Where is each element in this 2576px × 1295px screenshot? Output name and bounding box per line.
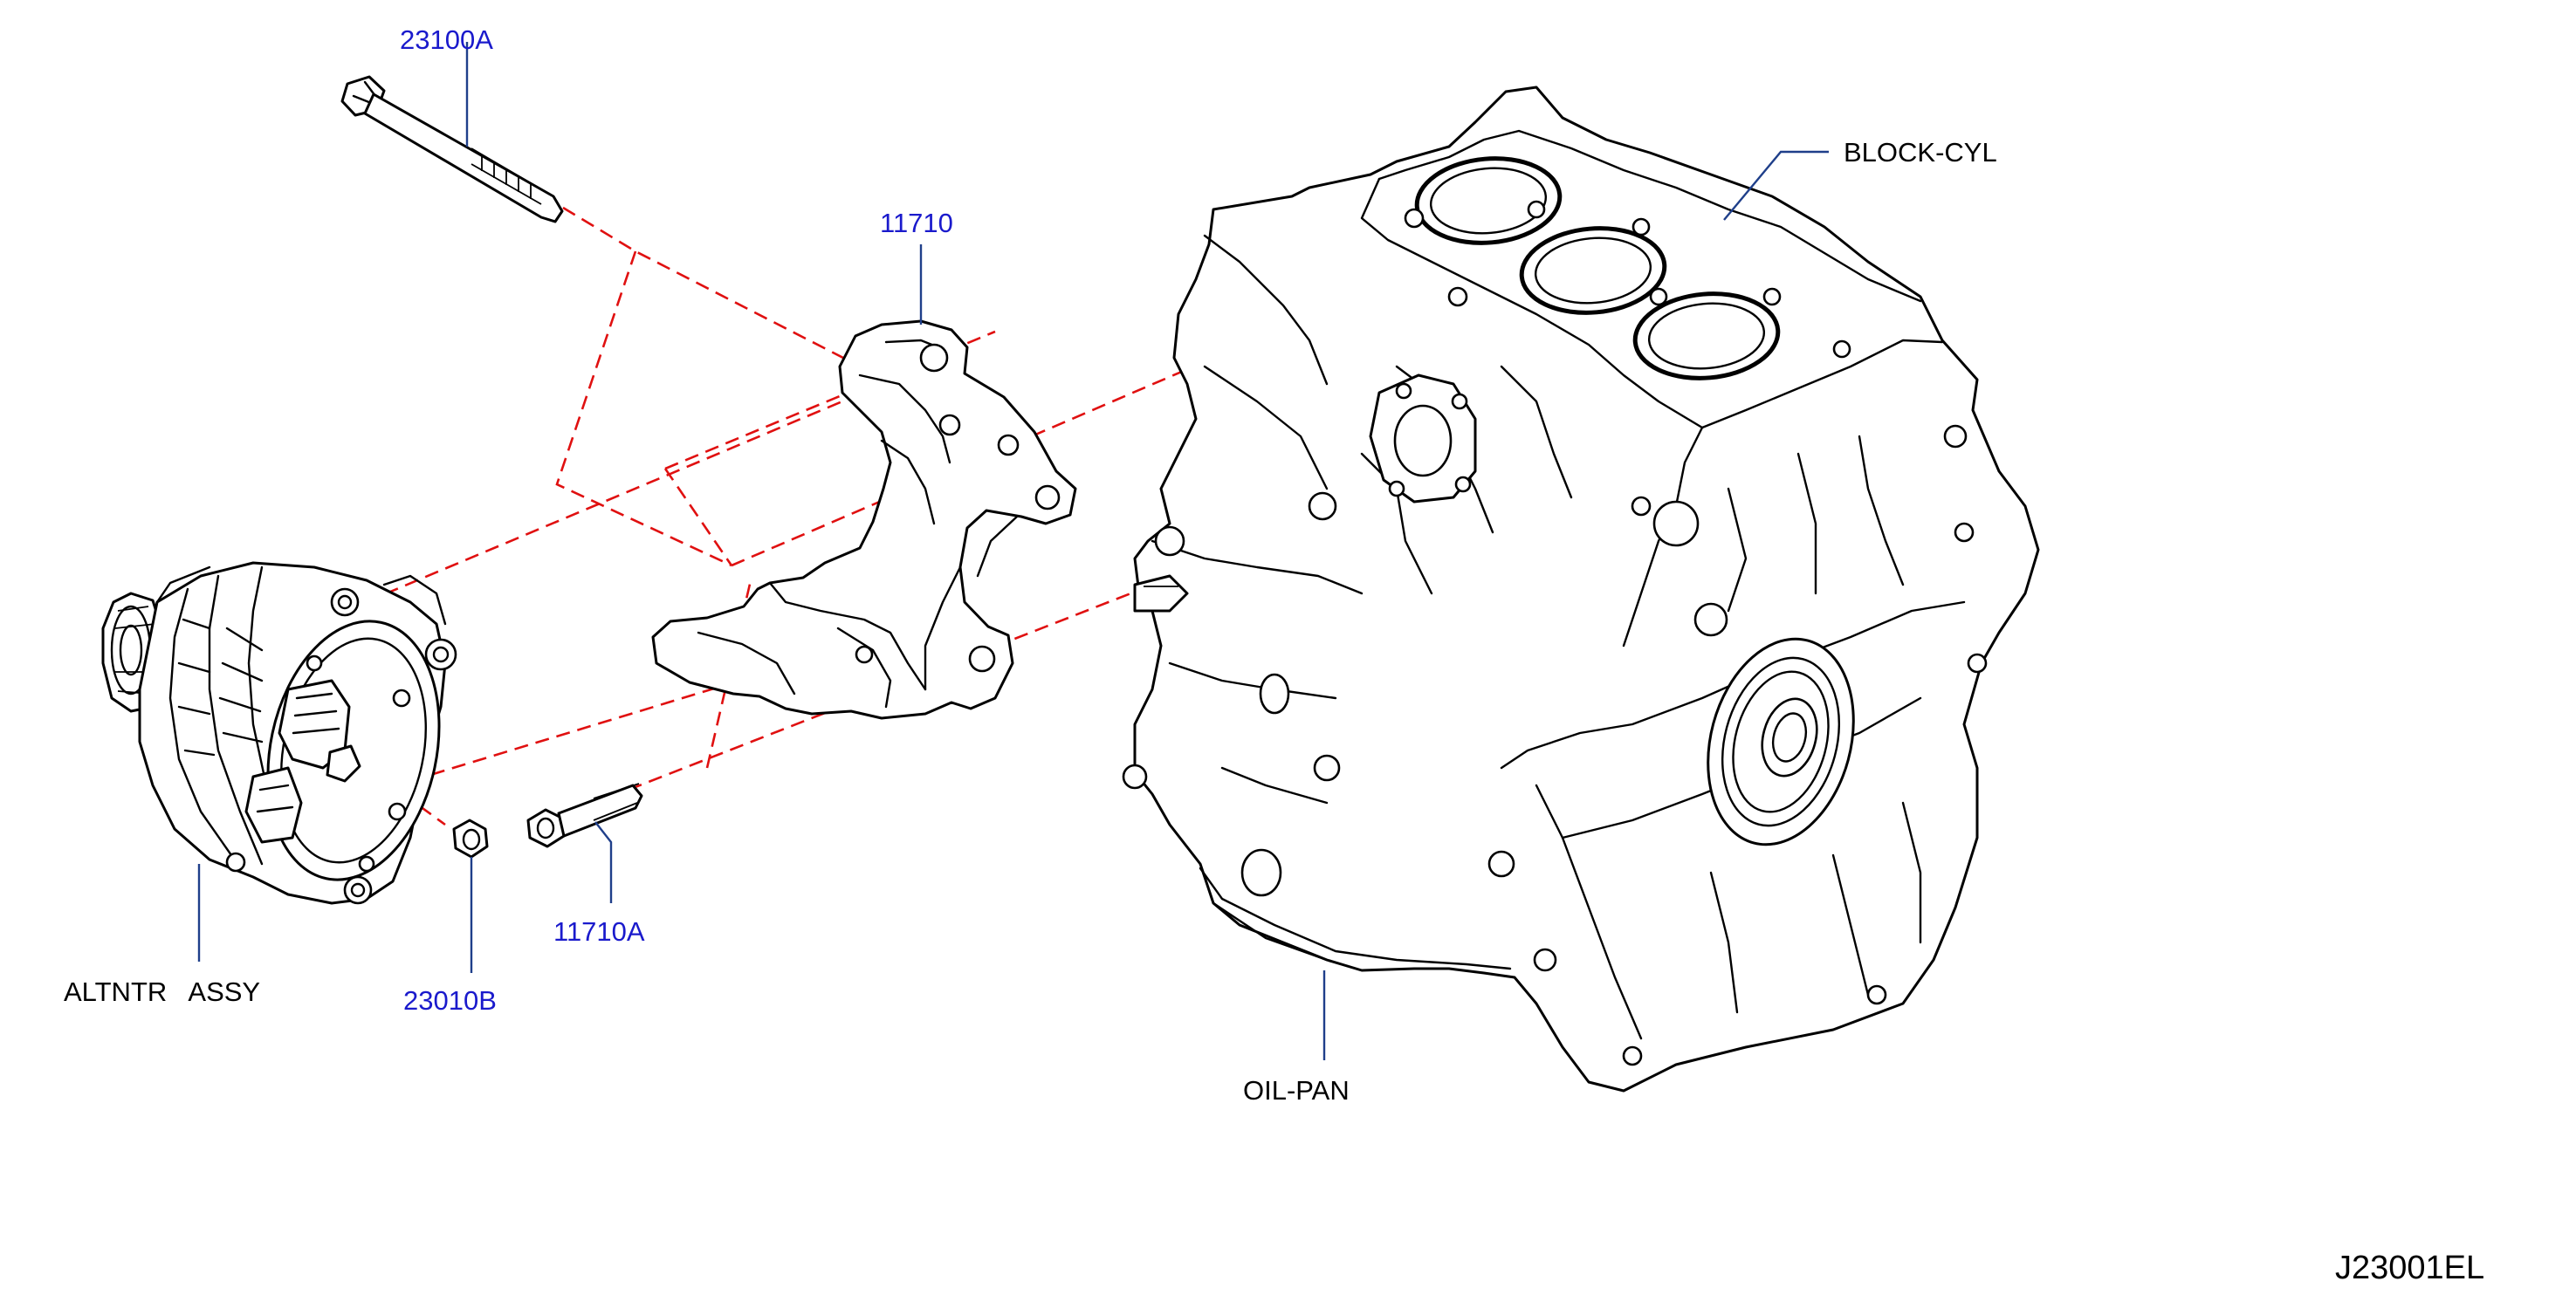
bolt-11710a bbox=[526, 783, 643, 848]
bracket-11710 bbox=[651, 319, 1077, 720]
label-bolt-11710a: 11710A bbox=[553, 916, 645, 947]
diagram-code: J23001EL bbox=[2335, 1250, 2484, 1286]
nut-23010b bbox=[452, 819, 489, 859]
cylinder-block bbox=[1122, 86, 2040, 1093]
bolt-23100a bbox=[340, 75, 564, 223]
leader-lines bbox=[197, 42, 1829, 1060]
label-oil-pan: OIL-PAN bbox=[1243, 1075, 1350, 1106]
label-cylinder-block: BLOCK-CYL bbox=[1844, 137, 1997, 168]
label-nut-23010b: 23010B bbox=[403, 985, 497, 1016]
label-bracket-11710: 11710 bbox=[880, 208, 953, 238]
alternator-assembly bbox=[101, 561, 457, 905]
label-bolt-23100a: 23100A bbox=[400, 24, 493, 55]
label-alternator-assembly: ALTNTR ASSY bbox=[64, 976, 260, 1007]
